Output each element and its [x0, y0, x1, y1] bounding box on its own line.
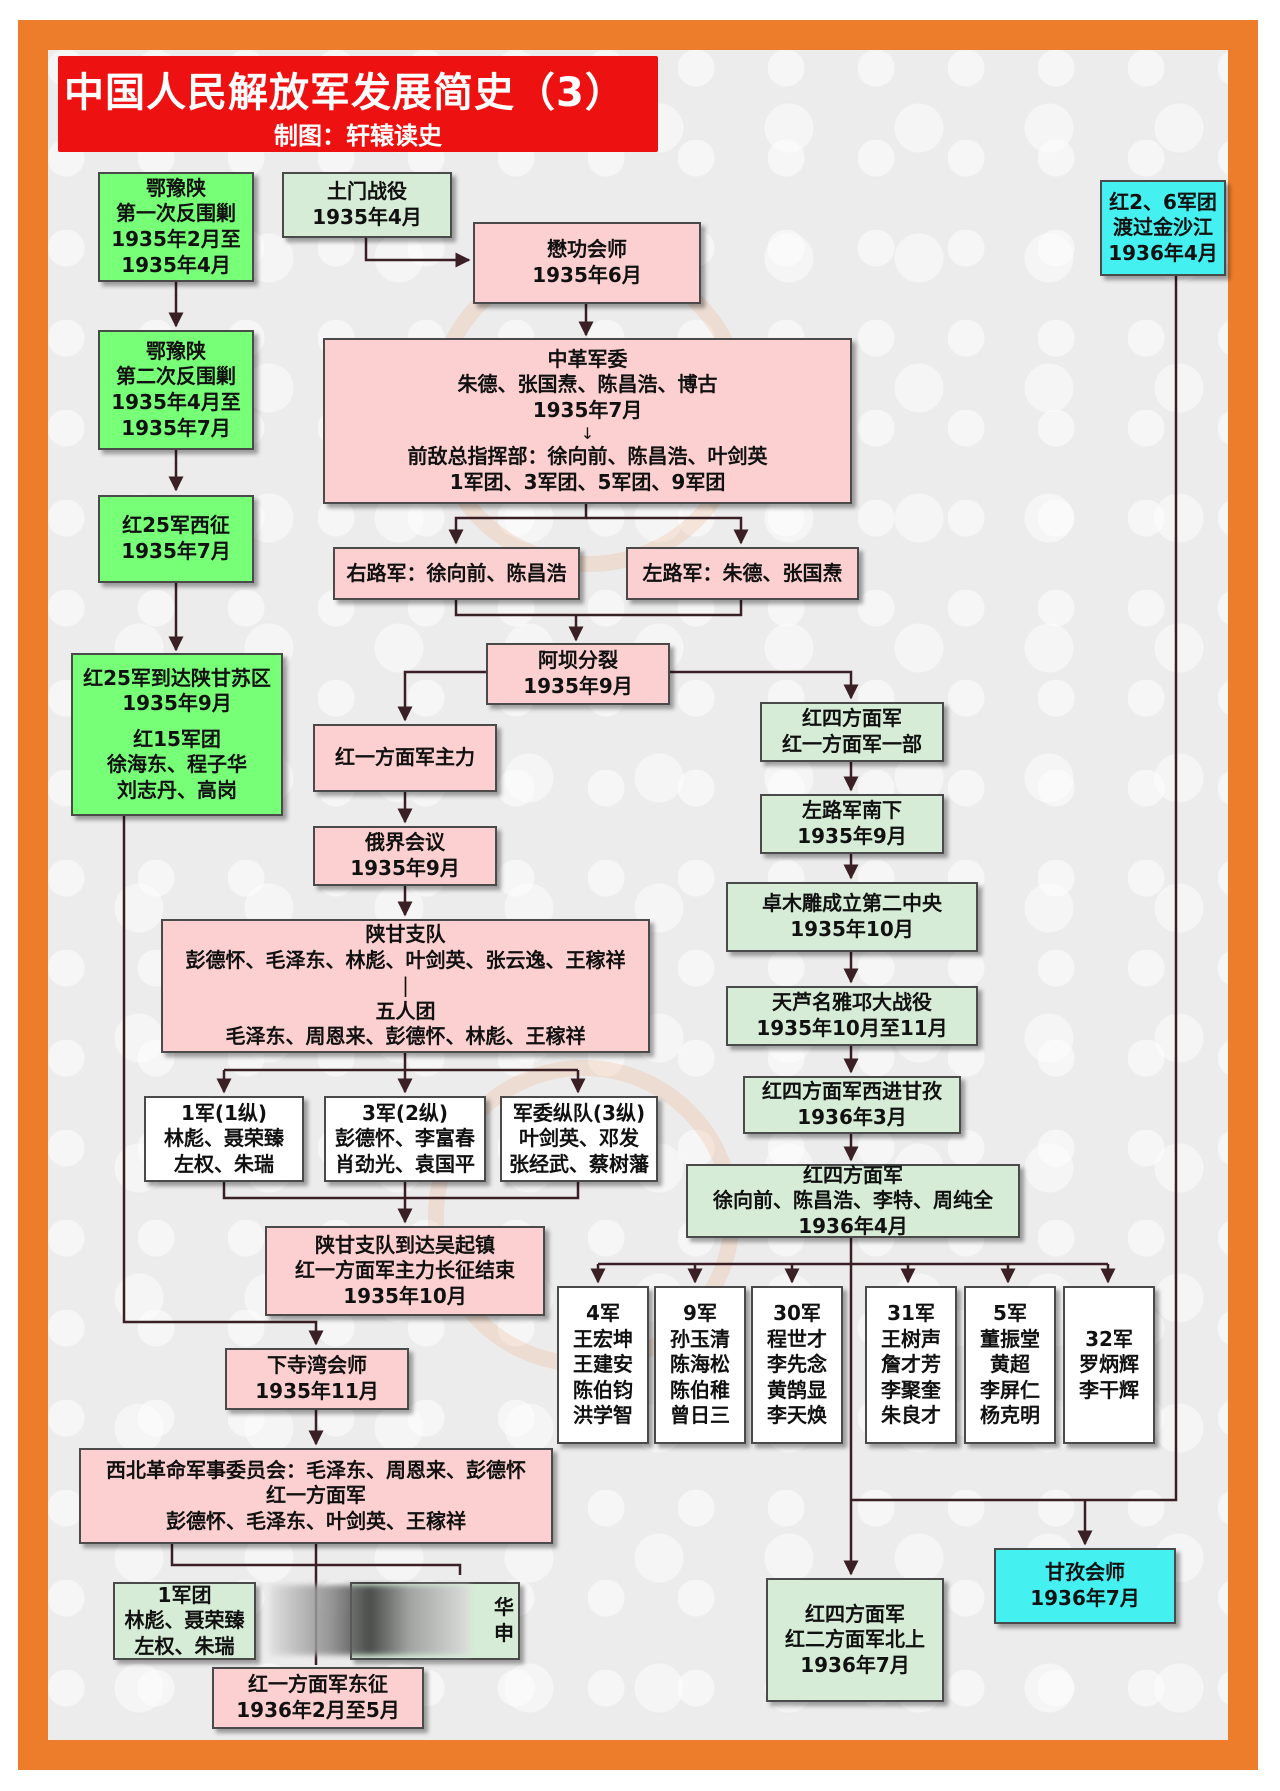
node-baizhang-campaign: 天芦名雅邛大战役 1935年10月至11月: [726, 986, 978, 1046]
node-left-route-army: 左路军：朱德、张国焘: [626, 547, 859, 600]
node-army3-column2: 3军(2纵) 彭德怀、李富春 肖劲光、袁国平: [324, 1096, 486, 1182]
node-central-military-commission: 中革军委 朱德、张国焘、陈昌浩、博古 1935年7月 ↓ 前敌总指挥部：徐向前、…: [323, 338, 852, 504]
node-shaangan-detachment: 陕甘支队 彭德怀、毛泽东、林彪、叶剑英、张云逸、王稼祥 | 五人团 毛泽东、周恩…: [161, 919, 650, 1053]
node-maogong-meeting: 懋功会师 1935年6月: [473, 222, 701, 304]
node-north-march: 红四方面军 红二方面军北上 1936年7月: [766, 1578, 944, 1702]
node-fourth-front-plus: 红四方面军 红一方面军一部: [760, 702, 944, 762]
obscured-region: [270, 1585, 470, 1655]
node-northwest-commission: 西北革命军事委员会：毛泽东、周恩来、彭德怀 红一方面军 彭德怀、毛泽东、叶剑英、…: [79, 1448, 553, 1544]
node-first-front-main: 红一方面军主力: [313, 724, 497, 792]
node-eyushan-first-counter: 鄂豫陕 第一次反围剿 1935年2月至 1935年4月: [98, 172, 254, 282]
node-right-route-army: 右路军：徐向前、陈昌浩: [333, 547, 580, 600]
node-ganzi-meeting: 甘孜会师 1936年7月: [994, 1548, 1176, 1624]
node-tumen-campaign: 土门战役 1935年4月: [282, 172, 452, 238]
node-aba-split: 阿坝分裂 1935年9月: [486, 643, 670, 705]
node-zhuomudiao-center: 卓木雕成立第二中央 1935年10月: [726, 882, 978, 952]
node-red-2-6-jinsha: 红2、6军团 渡过金沙江 1936年4月: [1100, 180, 1226, 276]
node-army32: 32军 罗炳辉 李干辉: [1063, 1286, 1155, 1444]
node-army5: 5军 董振堂 黄超 李屏仁 杨克明: [964, 1286, 1056, 1444]
title-banner: 中国人民解放军发展简史（3） 制图：轩辕读史: [58, 56, 658, 152]
node-army1-column1: 1军(1纵) 林彪、聂荣臻 左权、朱瑞: [144, 1096, 304, 1182]
node-army4: 4军 王宏坤 王建安 陈伯钧 洪学智: [557, 1286, 649, 1444]
page-subtitle: 制图：轩辕读史: [274, 122, 442, 150]
node-wuqi-arrival: 陕甘支队到达吴起镇 红一方面军主力长征结束 1935年10月: [265, 1226, 545, 1316]
page-title: 中国人民解放军发展简史（3）: [64, 70, 626, 116]
node-eyushan-second-counter: 鄂豫陕 第二次反围剿 1935年4月至 1935年7月: [98, 330, 254, 450]
node-army30: 30军 程世才 李先念 黄鹄显 李天焕: [751, 1286, 843, 1444]
node-ejie-meeting: 俄界会议 1935年9月: [313, 826, 497, 886]
node-east-campaign: 红一方面军东征 1936年2月至5月: [212, 1667, 424, 1729]
node-red25-arrive: 红25军到达陕甘苏区 1935年9月 红15军团 徐海东、程子华 刘志丹、高岗: [71, 653, 283, 816]
node-army9: 9军 孙玉清 陈海松 陈伯稚 曾日三: [654, 1286, 746, 1444]
node-corps1: 1军团 林彪、聂荣臻 左权、朱瑞: [113, 1582, 256, 1660]
node-army31: 31军 王树声 詹才芳 李聚奎 朱良才: [865, 1286, 957, 1444]
node-xiasiwan-meeting: 下寺湾会师 1935年11月: [225, 1348, 409, 1410]
node-fourth-front-army: 红四方面军 徐向前、陈昌浩、李特、周纯全 1936年4月: [686, 1163, 1020, 1238]
node-commission-column3: 军委纵队(3纵) 叶剑英、邓发 张经武、蔡树藩: [500, 1096, 658, 1182]
node-west-ganzi: 红四方面军西进甘孜 1936年3月: [743, 1076, 961, 1134]
node-left-route-south: 左路军南下 1935年9月: [760, 794, 944, 854]
node-red25-west: 红25军西征 1935年7月: [98, 495, 254, 583]
